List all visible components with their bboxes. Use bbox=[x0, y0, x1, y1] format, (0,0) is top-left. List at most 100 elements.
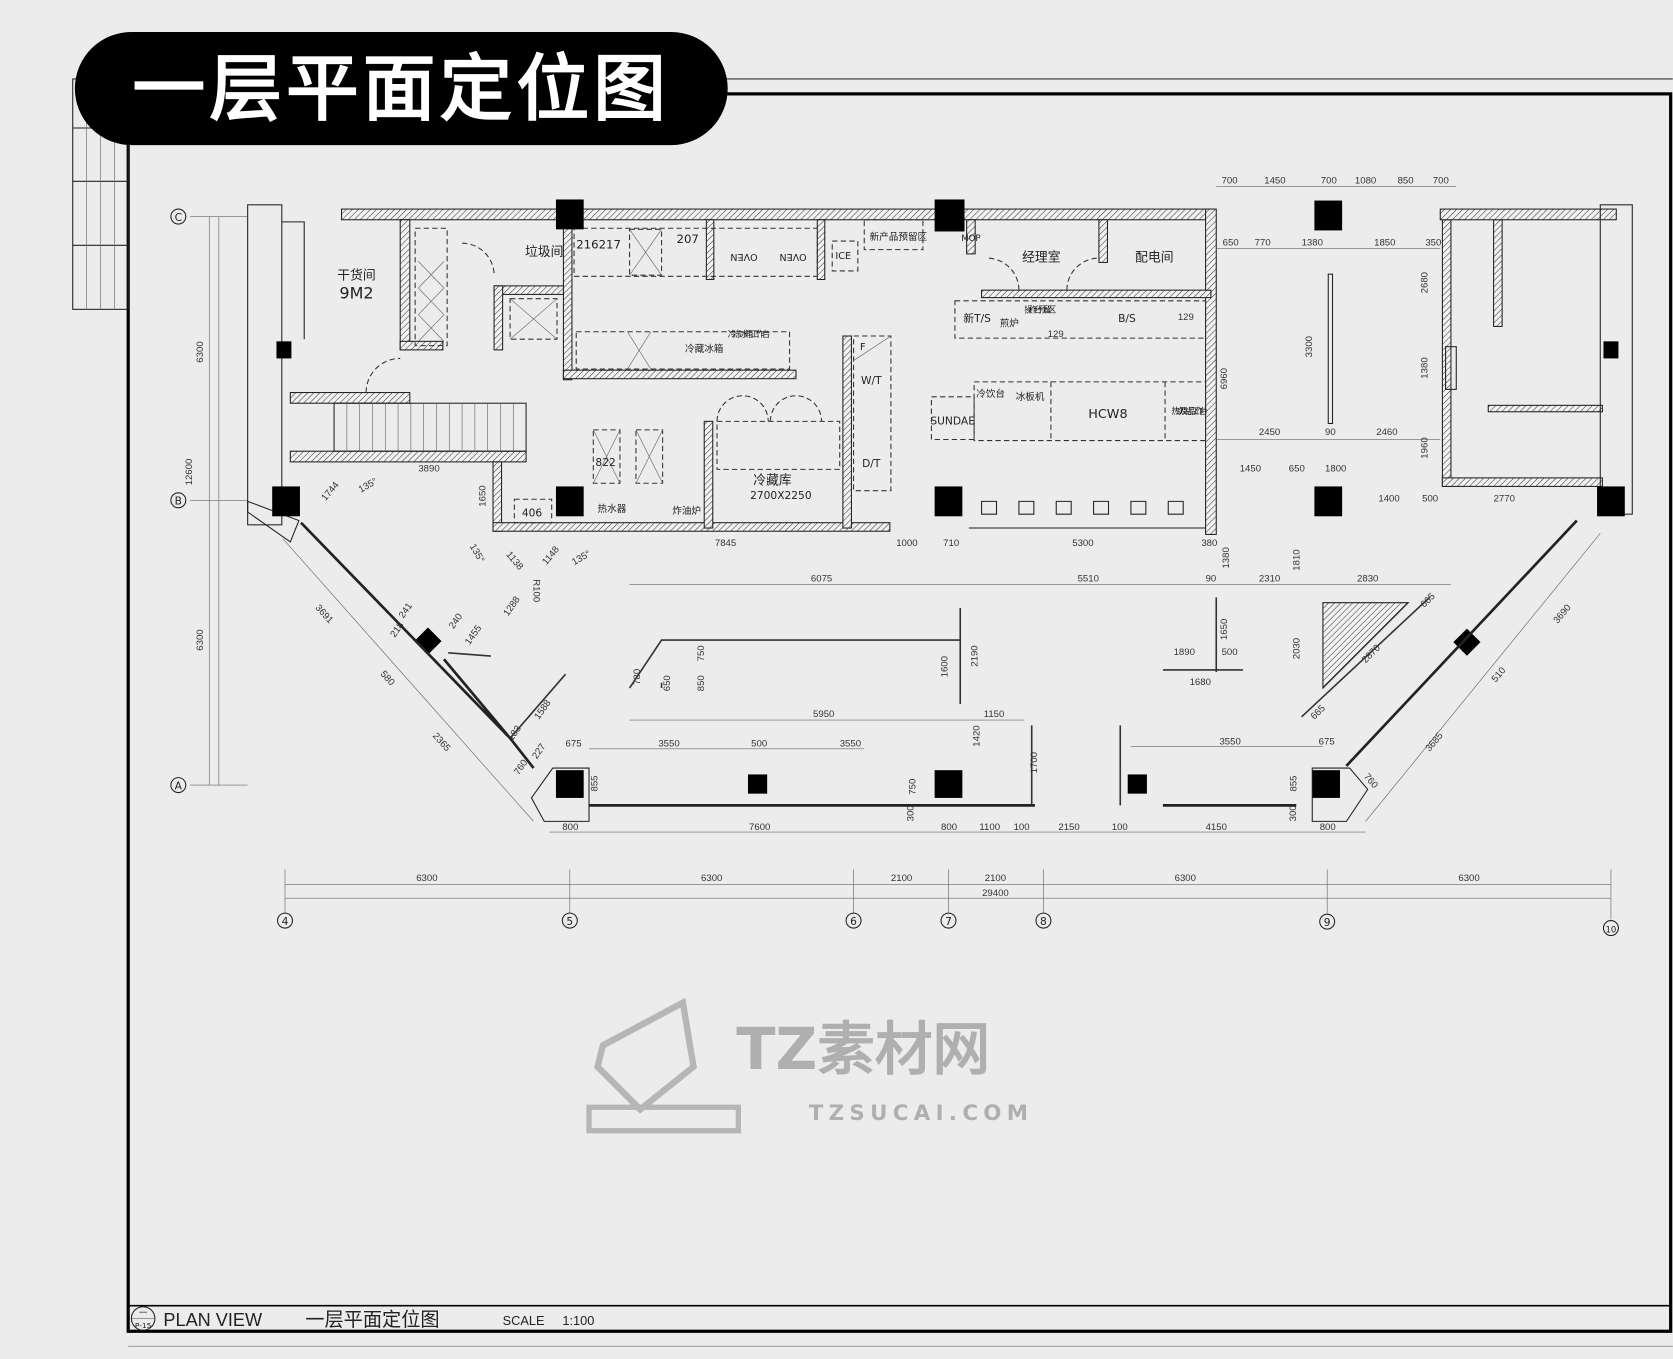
label-dry-store-area: 9M2 bbox=[339, 284, 373, 303]
plan-view-label: PLAN VIEW bbox=[163, 1310, 263, 1330]
label-fryer: 煎炉 bbox=[1000, 317, 1019, 329]
label-f: F bbox=[860, 342, 866, 353]
dim-bottom: 3550 bbox=[840, 739, 861, 750]
dim-bottom: 300 bbox=[1288, 805, 1299, 821]
dim-top-right: 700 bbox=[1321, 175, 1337, 186]
dim-bottom: 100 bbox=[1112, 822, 1128, 833]
dim-middle: 850 bbox=[696, 675, 707, 691]
dim-top-right: 700 bbox=[1222, 175, 1238, 186]
dim-right: 2450 bbox=[1259, 427, 1280, 438]
axis-row-b: B bbox=[175, 495, 182, 508]
equipment bbox=[365, 219, 1457, 529]
axis-col-10: 10 bbox=[1606, 925, 1617, 935]
axis-row-a: A bbox=[175, 779, 183, 792]
dim-middle: 7845 bbox=[715, 538, 736, 549]
label-manager-room: 经理室 bbox=[1022, 249, 1061, 265]
dim-bottom: 2150 bbox=[1058, 822, 1079, 833]
label-oven-1: OVEN bbox=[730, 251, 757, 262]
label-mop: MOP bbox=[961, 234, 980, 244]
stairs bbox=[333, 402, 527, 452]
label-fryer2: 炸油炉 bbox=[672, 505, 701, 517]
dim-middle: 1600 bbox=[939, 656, 950, 677]
dim-bottom: 7600 bbox=[749, 822, 770, 833]
dim-middle: 2030 bbox=[1291, 638, 1302, 659]
dim-right: 1400 bbox=[1378, 493, 1399, 504]
label-new-ts: 新T/S bbox=[963, 312, 991, 325]
dim-right-row2: 350 bbox=[1425, 237, 1441, 248]
label-trash-room: 垃圾间 bbox=[525, 245, 563, 260]
dim-bottom: 1100 bbox=[979, 822, 1000, 833]
title-circle-bottom: P-15 bbox=[135, 1321, 152, 1330]
label-ice: ICE bbox=[835, 251, 851, 262]
dim-right: 3300 bbox=[1304, 336, 1315, 357]
dim-right-row2: 770 bbox=[1255, 237, 1271, 248]
dim-right: 2770 bbox=[1494, 493, 1515, 504]
label-prep-reserve: 操作台预留区 bbox=[1024, 305, 1056, 316]
dim-middle: 5300 bbox=[1072, 538, 1093, 549]
dim-right-row2: 650 bbox=[1223, 237, 1239, 248]
title-banner: 一层平面定位图 bbox=[74, 32, 728, 146]
dim-bottom: 800 bbox=[941, 822, 957, 833]
label-dt: D/T bbox=[862, 457, 881, 470]
dim-right: 90 bbox=[1325, 427, 1336, 438]
label-freezer-bench: 冷冻冰箱工作台 bbox=[728, 329, 771, 340]
axis-col-7: 7 bbox=[945, 915, 952, 928]
title-circle-top: 一 bbox=[139, 1308, 148, 1318]
dim-bottom: 4150 bbox=[1206, 822, 1227, 833]
label-129a: 129 bbox=[1048, 329, 1064, 340]
dim-middle: 1380 bbox=[1221, 547, 1232, 568]
walls bbox=[247, 204, 1633, 543]
dim-middle: 1000 bbox=[896, 538, 917, 549]
col-span-6: 6300 bbox=[1458, 873, 1479, 884]
dim-middle: 90 bbox=[1206, 573, 1217, 584]
dim-left: 1650 bbox=[478, 485, 489, 506]
label-sundae: SUNDAE bbox=[930, 415, 975, 428]
dim-right: 1800 bbox=[1325, 463, 1346, 474]
label-code2: 207 bbox=[676, 232, 698, 246]
dim-middle: 2190 bbox=[969, 645, 980, 666]
label-bs: B/S bbox=[1118, 312, 1136, 325]
grid-axes: C B A 6300 12600 6300 4 5 6 7 8 9 10 630… bbox=[170, 208, 1619, 937]
dim-right-row2: 1380 bbox=[1302, 237, 1323, 248]
label-cold-room-size: 2700X2250 bbox=[750, 489, 812, 502]
dim-middle: 1680 bbox=[1190, 677, 1211, 688]
storefront-glazing bbox=[282, 519, 1601, 822]
dim-bottom: 800 bbox=[562, 822, 578, 833]
dim-right: 2680 bbox=[1419, 272, 1430, 293]
dim-left: R100 bbox=[531, 579, 542, 602]
label-new-product: 新产品预留区 bbox=[870, 231, 928, 243]
dim-middle: 780 bbox=[632, 669, 643, 685]
col-span-3: 2100 bbox=[891, 873, 912, 884]
dim-middle: 1420 bbox=[971, 725, 982, 746]
structural-columns bbox=[272, 199, 1625, 798]
dim-right: 500 bbox=[1422, 493, 1438, 504]
dim-bottom: 855 bbox=[590, 775, 601, 791]
dim-middle: 1650 bbox=[1219, 619, 1230, 640]
dim-top-right: 1450 bbox=[1264, 175, 1285, 186]
scale-value: 1:100 bbox=[562, 1313, 594, 1328]
col-span-4: 2100 bbox=[985, 873, 1006, 884]
dim-bottom: 500 bbox=[751, 739, 767, 750]
watermark-domain: TZSUCAI.COM bbox=[809, 1101, 1034, 1126]
dim-middle: 710 bbox=[943, 538, 959, 549]
label-ice-machine: 冰板机 bbox=[1016, 391, 1045, 403]
axis-col-6: 6 bbox=[850, 915, 857, 928]
plan-name-label: 一层平面定位图 bbox=[305, 1308, 439, 1331]
label-822: 822 bbox=[595, 456, 615, 469]
dim-right: 2460 bbox=[1376, 427, 1397, 438]
dim-right: 1450 bbox=[1240, 463, 1261, 474]
dim-right-row2: 1850 bbox=[1374, 237, 1395, 248]
dim-middle: 5510 bbox=[1078, 573, 1099, 584]
label-129b: 129 bbox=[1178, 312, 1194, 323]
label-hot-water: 热水器 bbox=[598, 503, 627, 515]
drawing-title-block: 一 P-15 PLAN VIEW 一层平面定位图 SCALE 1:100 bbox=[130, 1306, 594, 1331]
dim-middle: 2830 bbox=[1357, 573, 1378, 584]
dim-top-right: 850 bbox=[1398, 175, 1414, 186]
col-span-1: 6300 bbox=[416, 873, 437, 884]
label-electrical-room: 配电间 bbox=[1135, 250, 1173, 265]
dim-left: 3890 bbox=[418, 463, 439, 474]
label-cold-room: 冷藏库 bbox=[753, 472, 792, 488]
dim-bottom: 300 bbox=[905, 805, 916, 821]
